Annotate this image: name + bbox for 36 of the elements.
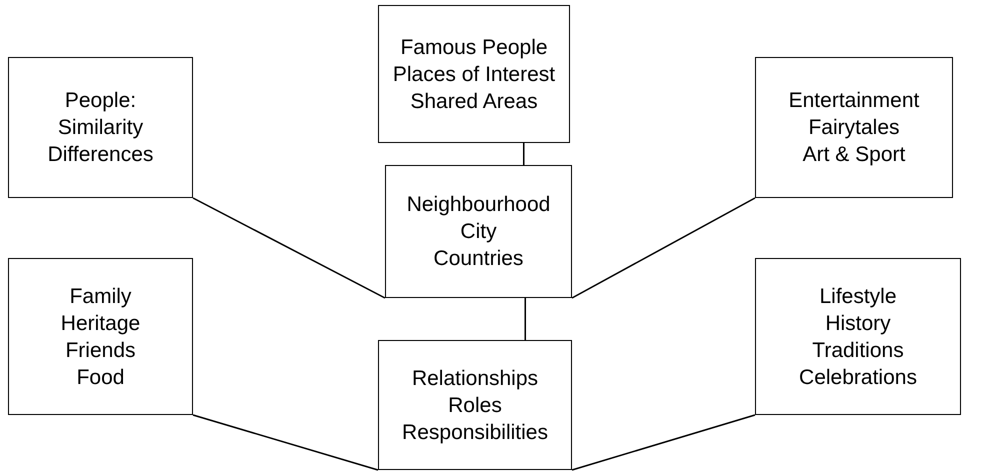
topic-text: Responsibilities xyxy=(402,420,548,446)
topic-text: Traditions xyxy=(812,338,904,364)
topic-text: Famous People xyxy=(400,34,548,60)
topic-text: People: xyxy=(64,88,136,114)
topic-text: Friends xyxy=(65,338,136,364)
topic-text: Similarity xyxy=(58,115,144,141)
connector-line xyxy=(192,414,378,471)
connector-line xyxy=(523,143,524,165)
topic-text: Celebrations xyxy=(799,364,917,390)
topic-text: Food xyxy=(76,364,124,390)
connector-line xyxy=(524,298,526,340)
topic-text: Family xyxy=(70,284,132,310)
topic-box xyxy=(8,57,193,198)
topic-box xyxy=(755,258,961,415)
topic-text: Entertainment xyxy=(788,88,920,114)
topic-text: Lifestyle xyxy=(819,284,897,310)
topic-box xyxy=(378,5,570,143)
topic-box xyxy=(385,165,572,298)
topic-text: Shared Areas xyxy=(410,88,538,114)
topic-text: Neighbourhood xyxy=(406,192,550,218)
topic-text: Places of Interest xyxy=(392,62,556,88)
topic-text: Roles xyxy=(448,392,502,418)
topic-text: Art & Sport xyxy=(802,142,906,168)
topic-text: Relationships xyxy=(412,366,538,392)
connector-line xyxy=(572,414,756,471)
topic-box xyxy=(755,57,953,198)
topic-box xyxy=(8,258,193,415)
topic-box xyxy=(378,340,572,470)
topic-text: Differences xyxy=(48,142,154,168)
topic-text: City xyxy=(460,219,497,245)
connector-line xyxy=(192,197,386,299)
topic-text: Heritage xyxy=(60,310,140,336)
topic-text: Countries xyxy=(434,246,524,272)
connector-line xyxy=(572,197,756,299)
topic-text: History xyxy=(825,310,891,336)
topic-text: Fairytales xyxy=(808,115,900,141)
